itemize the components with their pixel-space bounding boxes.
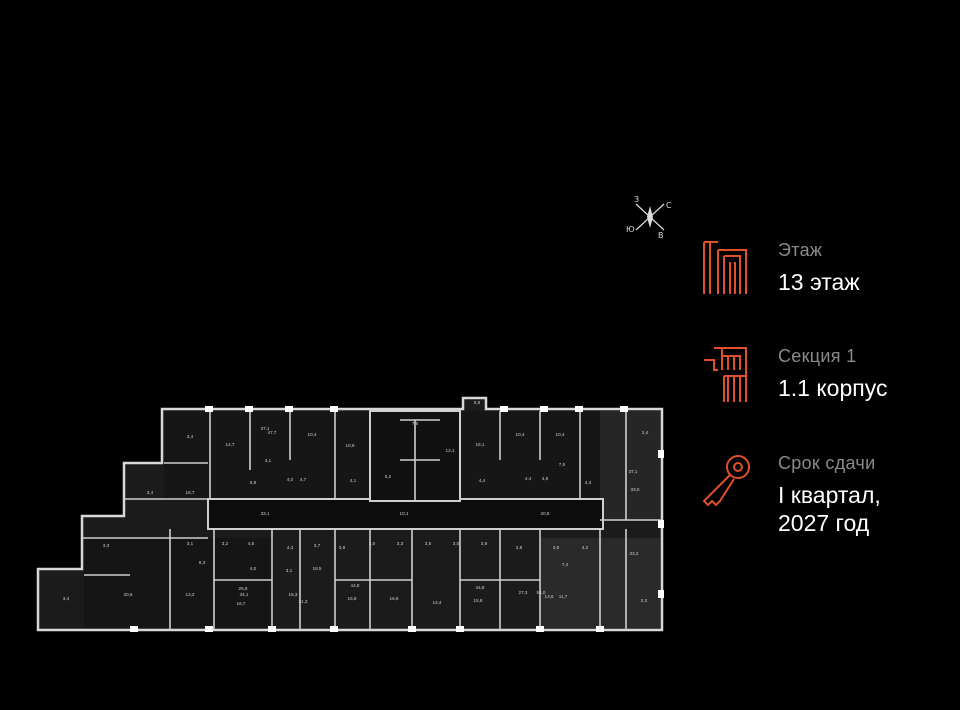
room-area-label: 31,3 [299, 599, 308, 604]
room-area-label: 4,5 [542, 476, 549, 481]
room-area-label: 4,7 [300, 477, 307, 482]
room-area-label: 18,5 [313, 566, 322, 571]
room-area-label: 5,8 [250, 480, 257, 485]
room-area-label: 33,2 [630, 551, 639, 556]
room-area-label: 3,3 [103, 543, 110, 548]
room-area-label: 37,1 [261, 426, 270, 431]
room-area-label: 18,7 [186, 490, 195, 495]
room-area-label: 44,8 [351, 583, 360, 588]
room-area-label: 13,2 [186, 592, 195, 597]
building-floor-icon [703, 241, 747, 294]
compass-east: В [658, 231, 664, 240]
room-area-label: 7,6 [412, 421, 419, 426]
room-area-label: 15,3 [289, 592, 298, 597]
delivery-label: Срок сдачи [778, 453, 876, 473]
room-area-label: 20,8 [541, 511, 550, 516]
room-area-label: 3,1 [286, 568, 293, 573]
key-icon [702, 455, 750, 507]
room-area-label: 3,0 [369, 541, 376, 546]
room-area-label: 4,3 [585, 480, 592, 485]
room-area-label: 7,4 [562, 562, 569, 567]
room-area-label: 4,3 [287, 545, 294, 550]
floor-label: Этаж [778, 240, 823, 260]
room-area-label: 4,1 [265, 458, 272, 463]
room-area-label: 4,2 [582, 545, 589, 550]
room-area-label: 13,1 [446, 448, 455, 453]
room-area-label: 34,1 [240, 592, 249, 597]
room-area-label: 4,0 [287, 477, 294, 482]
room-area-label: 5,2 [385, 474, 392, 479]
room-area-label: 4,4 [525, 476, 532, 481]
room-area-label: 33,0 [631, 487, 640, 492]
room-area-label: 16,6 [390, 596, 399, 601]
compass-pointer-icon [647, 206, 653, 228]
room-area-label: 2,3 [641, 598, 648, 603]
room-area-label: 10,4 [556, 432, 565, 437]
room-area-label: 3,4 [187, 434, 194, 439]
floor-plan-walls [36, 396, 664, 632]
room-area-label: 15,8 [348, 596, 357, 601]
room-area-label: 3,2 [222, 541, 229, 546]
room-area-label: 10,9 [346, 443, 355, 448]
room-area-label: 3,5 [425, 541, 432, 546]
section-value: 1.1 корпус [778, 375, 888, 401]
room-area-label: 15,8 [474, 598, 483, 603]
room-area-label: 3,4 [147, 490, 154, 495]
compass-north: С [666, 201, 672, 210]
floor-value: 13 этаж [778, 269, 860, 295]
room-area-label: 11,7 [559, 594, 568, 599]
room-area-label: 27,3 [519, 590, 528, 595]
room-area-label: 7,5 [559, 462, 566, 467]
room-area-label: 3,4 [63, 596, 70, 601]
compass-south: Ю [626, 225, 635, 234]
room-area-label: 4,6 [248, 541, 255, 546]
room-area-label: 54,0 [537, 590, 546, 595]
delivery-value-line1: I квартал, [778, 482, 881, 508]
room-area-label: 25,8 [239, 586, 248, 591]
room-area-label: 33,1 [261, 511, 270, 516]
room-area-label: 10,4 [308, 432, 317, 437]
zone-left-top [164, 411, 369, 499]
room-area-label: 10,1 [400, 511, 409, 516]
delivery-value: I квартал, 2027 год [778, 481, 881, 537]
compass-west: З [634, 195, 639, 204]
room-area-label: 3,3 [397, 541, 404, 546]
room-area-label: 3,9 [481, 541, 488, 546]
room-area-label: 16,7 [237, 601, 246, 606]
room-area-label: 14,4 [433, 600, 442, 605]
room-area-label: 44,8 [476, 585, 485, 590]
room-area-label: 10,4 [516, 432, 525, 437]
room-area-label: 6,3 [199, 560, 206, 565]
room-area-label: 13,6 [545, 594, 554, 599]
room-area-label: 3,7 [314, 543, 321, 548]
room-area-label: 4,1 [350, 478, 357, 483]
room-area-label: 0,8 [474, 400, 481, 405]
room-area-label: 20,6 [124, 592, 133, 597]
room-area-label: 14,7 [226, 442, 235, 447]
zone-right-top [458, 411, 626, 499]
building-section-icon [704, 347, 747, 402]
room-area-label: 4,4 [479, 478, 486, 483]
room-area-label: 2,4 [642, 430, 649, 435]
room-area-label: 3,8 [553, 545, 560, 550]
room-area-label: 3,1 [187, 541, 194, 546]
section-label: Секция 1 [778, 346, 857, 366]
room-area-label: 3,0 [453, 541, 460, 546]
zone-right-end [600, 411, 660, 521]
compass: С В Ю З [626, 195, 672, 240]
room-area-label: 3,9 [339, 545, 346, 550]
delivery-value-line2: 2027 год [778, 510, 870, 536]
room-area-label: 47,7 [268, 430, 277, 435]
room-area-label: 4,0 [250, 566, 257, 571]
room-area-label: 3,8 [516, 545, 523, 550]
room-area-label: 37,1 [629, 469, 638, 474]
room-area-label: 16,1 [476, 442, 485, 447]
zone-bottom-left [84, 538, 274, 628]
